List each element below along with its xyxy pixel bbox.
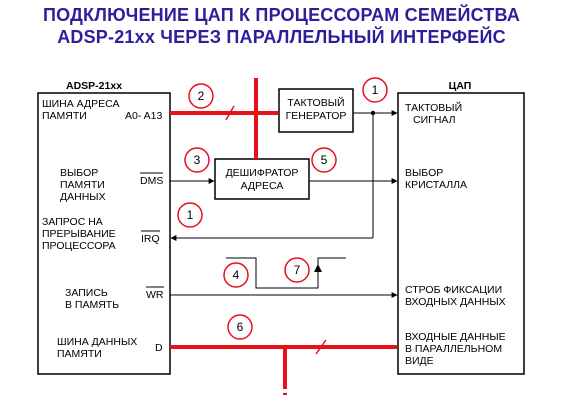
marker-4: 4 [223,262,249,288]
dac-block [397,92,525,375]
processor-name: ADSP-21xx [66,80,122,92]
dac-name: ЦАП [449,80,472,92]
svg-text:7: 7 [294,263,301,277]
data-bus-label-2: ПАМЯТИ [57,348,102,360]
dms-pin-label: DMS [140,175,163,187]
clock-generator-label-1: ТАКТОВЫЙ [287,96,344,109]
dac-data-label-3: ВИДЕ [405,355,434,367]
data-bus-label-1: ШИНА ДАННЫХ [57,336,137,348]
dm-select-label-2: ПАМЯТИ [60,179,105,191]
dm-select-label-1: ВЫБОР [60,167,98,179]
address-bus-slash [225,105,235,121]
irq-pin-label: IRQ [141,233,160,245]
marker-1-clock: 1 [362,77,388,103]
dac-data-label-1: ВХОДНЫЕ ДАННЫЕ [405,331,506,343]
dac-data-label-2: В ПАРАЛЛЕЛЬНОМ [405,343,502,355]
dac-strobe-label-1: СТРОБ ФИКСАЦИИ [405,284,502,296]
marker-6: 6 [227,314,253,340]
addr-pins-label: A0- A13 [125,110,163,122]
address-decoder-block [214,158,310,200]
decoder-label-2: АДРЕСА [241,180,284,192]
marker-7: 7 [284,257,310,283]
marker-3: 3 [184,147,210,173]
svg-text:2: 2 [198,89,205,103]
wr-pin-label: WR [146,289,164,301]
dac-clock-label-1: ТАКТОВЫЙ [405,101,462,114]
decoder-label-1: ДЕШИФРАТОР [226,167,299,179]
addr-bus-label-1: ШИНА АДРЕСА [42,98,120,110]
svg-text:5: 5 [321,153,328,167]
svg-text:3: 3 [194,153,201,167]
marker-2: 2 [188,83,214,109]
irq-label-2: ПРЕРЫВАНИЕ [42,228,116,240]
svg-text:4: 4 [233,268,240,282]
clock-generator-label-2: ГЕНЕРАТОР [286,110,347,122]
addr-bus-label-2: ПАМЯТИ [42,110,87,122]
irq-label-1: ЗАПРОС НА [42,216,103,228]
data-pin-label: D [155,342,163,354]
svg-text:1: 1 [372,83,379,97]
svg-text:6: 6 [237,320,244,334]
dm-select-label-3: ДАННЫХ [60,191,106,203]
write-label-2: В ПАМЯТЬ [65,299,119,311]
data-bus-slash [315,339,327,355]
dac-chip-select-label-1: ВЫБОР [405,167,443,179]
page-title-line-1: ПОДКЛЮЧЕНИЕ ЦАП К ПРОЦЕССОРАМ СЕМЕЙСТВА [42,5,521,25]
marker-5: 5 [311,147,337,173]
page-title-line-2: ADSP-21xx ЧЕРЕЗ ПАРАЛЛЕЛЬНЫЙ ИНТЕРФЕЙС [57,27,506,47]
processor-block [37,92,171,375]
svg-text:1: 1 [187,208,194,222]
dac-chip-select-label-2: КРИСТАЛЛА [405,179,467,191]
dac-clock-label-2: СИГНАЛ [413,114,456,126]
clock-generator-block [278,88,354,133]
dac-strobe-label-2: ВХОДНЫХ ДАННЫХ [405,296,506,308]
rising-edge-arrow [314,264,322,272]
irq-label-3: ПРОЦЕССОРА [42,240,116,252]
write-label-1: ЗАПИСЬ [65,287,108,299]
write-pulse-waveform [226,257,346,289]
marker-1-irq: 1 [177,202,203,228]
